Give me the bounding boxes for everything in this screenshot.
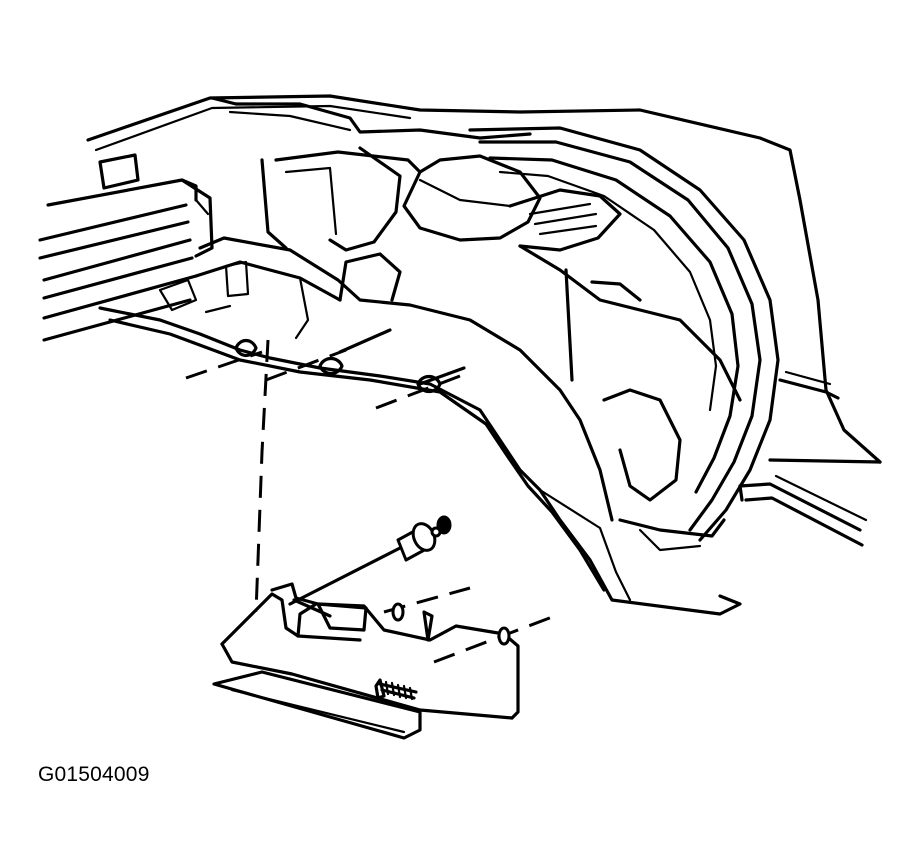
lower-sill-flange [98, 278, 742, 616]
push-pin-fastener [288, 515, 452, 606]
wheel-arch-flange [468, 126, 780, 552]
wheelhouse-inner-panel [194, 146, 742, 522]
figure-code-label: G01504009 [38, 763, 150, 786]
screw-fastener [374, 678, 418, 701]
rear-body-panel [738, 370, 882, 547]
quarter-panel-outline [86, 94, 882, 464]
assembly-centerlines [185, 328, 561, 664]
floor-rail-panels [38, 153, 214, 342]
splash-shield-panel [212, 582, 520, 740]
